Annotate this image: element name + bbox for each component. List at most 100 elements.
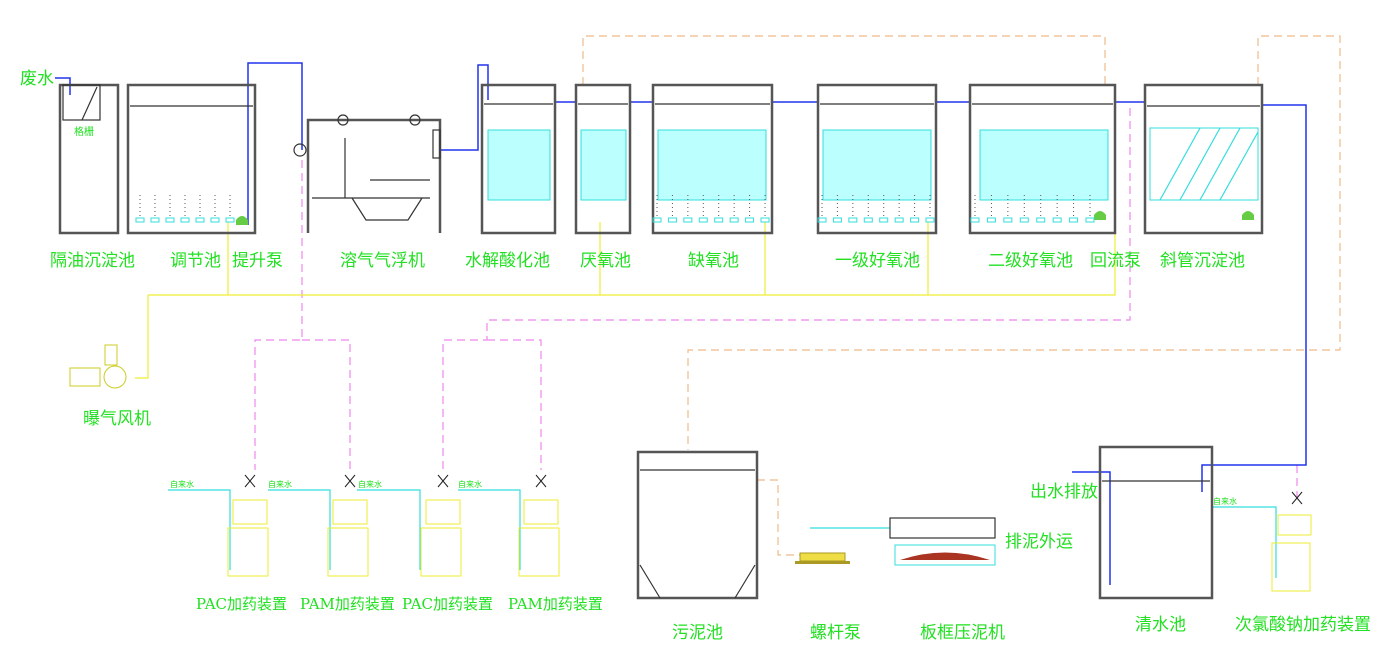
screw-pump-label: 螺杆泵 (810, 623, 861, 643)
diffuser-icon (970, 217, 980, 223)
diffuser-icon (135, 217, 145, 223)
tube-settler-label: 斜管沉淀池 (1160, 251, 1245, 271)
chemical-tank-icon (420, 527, 462, 577)
diffuser-icon (195, 217, 205, 223)
diffuser-icon (165, 217, 175, 223)
tap-water-lines (168, 489, 1277, 578)
chemical-tank-icon (518, 527, 560, 577)
diffuser-icon (986, 217, 996, 223)
diffuser-icon (832, 217, 842, 223)
diffuser-icon (1036, 217, 1046, 223)
dosing-label: PAM加药装置 (508, 595, 603, 613)
chemical-tank-icon (327, 527, 369, 577)
aerators (135, 195, 1095, 223)
screw-pump-icon (795, 552, 850, 564)
filter-press-label: 板框压泥机 (920, 623, 1005, 643)
diffuser-icon (150, 217, 160, 223)
aerobic-tank-1 (816, 83, 938, 235)
tap-water-label: 自来水 (268, 479, 292, 489)
daf-unit (293, 114, 442, 233)
tap-water-label: 自来水 (358, 479, 382, 489)
diffuser-icon (817, 217, 827, 223)
diffuser-icon (925, 217, 935, 223)
dosing-pump-icon (425, 499, 461, 525)
diffuser-icon (210, 217, 220, 223)
aeration-blower-icon (69, 344, 127, 389)
tube-settler (1143, 83, 1264, 235)
dosing-units (227, 474, 560, 577)
diffuser-icon (180, 217, 190, 223)
dosing-label: PAC加药装置 (402, 595, 493, 613)
tap-water-label: 自来水 (458, 479, 482, 489)
diffuser-icon (848, 217, 858, 223)
diffuser-icon (910, 217, 920, 223)
anoxic-label: 缺氧池 (688, 251, 739, 271)
diffuser-icon (1085, 217, 1095, 223)
return-pump-label: 回流泵 (1090, 251, 1141, 271)
valve-icon (344, 474, 356, 488)
aerobic-tank-2 (968, 83, 1117, 235)
tap-water-label: 自来水 (170, 479, 194, 489)
filter-press-icon (889, 517, 996, 566)
diffuser-icon (894, 217, 904, 223)
daf-label: 溶气气浮机 (340, 251, 425, 271)
clear-water-tank (1098, 445, 1214, 600)
settler-outlet-pipe (1201, 104, 1307, 492)
aerobic-2-label: 二级好氧池 (988, 251, 1073, 271)
diffuser-icon (1052, 217, 1062, 223)
sludge-feed-line (757, 479, 800, 556)
air-line (135, 220, 1116, 379)
naclo-dosing-icon (1271, 491, 1312, 592)
diffuser-icon (714, 217, 724, 223)
diffuser-icon (745, 217, 755, 223)
dosing-label: PAM加药装置 (300, 595, 395, 613)
inlet-pipe (55, 77, 71, 95)
hydrolysis-tank (480, 83, 557, 235)
sludge-tank (636, 450, 759, 600)
diffuser-icon (729, 217, 739, 223)
screen-label: 格栅 (74, 125, 94, 138)
hydrolysis-label: 水解酸化池 (465, 251, 550, 271)
sludge-return-line (582, 35, 1106, 85)
tap-water-label: 自来水 (1213, 496, 1237, 506)
anaerobic-tank (574, 83, 632, 235)
diffuser-icon (225, 217, 235, 223)
settler-sludge-line (687, 35, 1341, 450)
dosing-line-2 (442, 108, 1131, 470)
equalization-tank-label: 调节池 (170, 251, 221, 271)
diffuser-icon (1003, 217, 1013, 223)
diffuser-icon (863, 217, 873, 223)
return-pump-icon (1094, 211, 1106, 220)
dosing-label: PAC加药装置 (196, 595, 287, 613)
dosing-pump-icon (232, 499, 268, 525)
dosing-pump-icon (332, 499, 368, 525)
sludge-tank-label: 污泥池 (672, 623, 723, 643)
diffuser-icon (667, 217, 677, 223)
wastewater-label: 废水 (20, 69, 54, 89)
valve-icon (244, 474, 256, 488)
naclo-dosing-label: 次氯酸钠加药装置 (1235, 615, 1371, 635)
dosing-line-1 (254, 160, 351, 470)
valve-icon (437, 474, 449, 488)
diffuser-icon (1069, 217, 1079, 223)
diffuser-icon (698, 217, 708, 223)
anaerobic-label: 厌氧池 (580, 251, 631, 271)
anoxic-tank (651, 83, 774, 235)
diffuser-icon (879, 217, 889, 223)
diffuser-icon (683, 217, 693, 223)
blower-label: 曝气风机 (83, 409, 151, 429)
dosing-pump-icon (523, 499, 559, 525)
lift-pump-label: 提升泵 (232, 251, 283, 271)
lift-pipe (247, 62, 303, 225)
valve-icon (535, 474, 547, 488)
effluent-label: 出水排放 (1030, 482, 1098, 502)
aerobic-1-label: 一级好氧池 (835, 251, 920, 271)
equalization-tank (126, 83, 257, 235)
diffuser-icon (760, 217, 770, 223)
chemical-tank-icon (227, 527, 269, 577)
clear-tank-label: 清水池 (1135, 615, 1186, 635)
lift-pump-icon (236, 216, 248, 225)
oil-sep-tank-label: 隔油沉淀池 (50, 251, 135, 271)
effluent-pipe (1072, 471, 1111, 585)
